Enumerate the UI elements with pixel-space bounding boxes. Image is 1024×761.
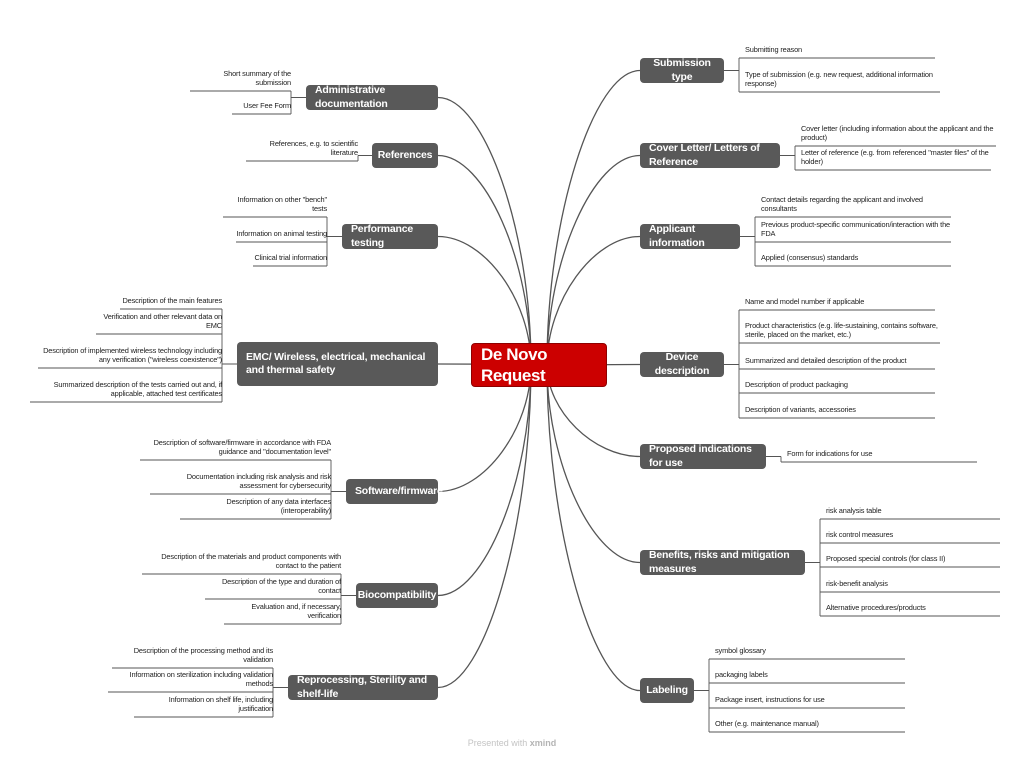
branch-benefits-risks-and-mitigation-measures[interactable]: Benefits, risks and mitigation measures — [640, 549, 805, 575]
branch-performance-testing-label: Performance testing — [351, 223, 413, 249]
subtopic[interactable]: Description of variants, accessories — [745, 405, 856, 415]
subtopic[interactable]: Description of the type and duration of … — [221, 576, 341, 596]
branch-cover-letter-letters-of-reference-label: Cover Letter/ Letters of Reference — [649, 142, 760, 168]
branch-software-firmware-label: Software/firmware — [355, 484, 443, 497]
subtopic[interactable]: Description of product packaging — [745, 380, 848, 390]
branch-reprocessing-sterility-and-shelf-life[interactable]: Reprocessing, Sterility and shelf-life — [288, 674, 438, 700]
connector — [437, 154, 532, 366]
subtopic[interactable]: Contact details regarding the applicant … — [761, 194, 923, 214]
subtopic[interactable]: References, e.g. to scientific literatur… — [269, 138, 358, 158]
branch-applicant-information-label: Applicant information — [649, 223, 705, 249]
subtopic[interactable]: Information on sterilization including v… — [129, 669, 274, 689]
branch-biocompatibility-label: Biocompatibility — [357, 588, 437, 601]
subtopic[interactable]: Description of the main features — [122, 296, 222, 306]
subtopic[interactable]: Other (e.g. maintenance manual) — [715, 719, 819, 729]
branch-submission-type-label: Submission type — [653, 57, 711, 83]
branch-administrative-documentation-label: Administrative documentation — [315, 84, 388, 110]
branch-references[interactable]: References — [372, 143, 438, 168]
branch-benefits-risks-and-mitigation-measures-label: Benefits, risks and mitigation measures — [649, 549, 790, 575]
subtopic[interactable]: Proposed special controls (for class II) — [826, 554, 946, 564]
branch-references-label: References — [377, 148, 433, 161]
connector — [437, 96, 532, 366]
branch-reprocessing-sterility-and-shelf-life-label: Reprocessing, Sterility and shelf-life — [297, 674, 427, 700]
subtopic[interactable]: risk control measures — [826, 530, 894, 540]
subtopic[interactable]: Information on other "bench" tests — [237, 194, 328, 214]
subtopic[interactable]: Summarized and detailed description of t… — [745, 356, 907, 366]
connector — [437, 364, 532, 493]
subtopic[interactable]: Cover letter (including information abou… — [801, 123, 994, 143]
subtopic[interactable]: Documentation including risk analysis an… — [186, 471, 331, 491]
subtopic[interactable]: Form for indications for use — [787, 449, 873, 459]
branch-labeling-label: Labeling — [646, 683, 688, 696]
branch-device-description-label: Device description — [654, 351, 710, 377]
branch-performance-testing[interactable]: Performance testing — [342, 223, 438, 249]
footer: Presented with xmind — [0, 738, 1024, 748]
subtopic[interactable]: Description of software/firmware in acco… — [153, 437, 332, 457]
subtopic[interactable]: symbol glossary — [715, 646, 766, 656]
branch-emc-wireless-electrical-mechanical-and-thermal-safety[interactable]: EMC/ Wireless, electrical, mechanical an… — [237, 342, 438, 386]
subtopic[interactable]: Description of implemented wireless tech… — [43, 345, 222, 365]
subtopic[interactable]: Previous product-specific communication/… — [761, 219, 950, 239]
subtopic[interactable]: Short summary of the submission — [223, 68, 291, 88]
connector — [546, 364, 641, 564]
branch-labeling[interactable]: Labeling — [640, 678, 694, 703]
branch-biocompatibility[interactable]: Biocompatibility — [356, 583, 438, 608]
central-topic[interactable]: De Novo Request — [471, 343, 607, 387]
subtopic[interactable]: Clinical trial information — [254, 253, 328, 263]
branch-proposed-indications-for-use-label: Proposed indications for use — [649, 443, 752, 469]
branch-proposed-indications-for-use[interactable]: Proposed indications for use — [640, 443, 766, 469]
subtopic[interactable]: Information on animal testing — [236, 229, 327, 239]
footer-prefix: Presented with — [467, 738, 528, 748]
branch-submission-type[interactable]: Submission type — [640, 57, 724, 83]
branch-device-description[interactable]: Device description — [640, 351, 724, 377]
subtopic[interactable]: risk-benefit analysis — [826, 579, 888, 589]
subtopic[interactable]: Letter of reference (e.g. from reference… — [801, 147, 989, 167]
subtopic[interactable]: Evaluation and, if necessary, verificati… — [251, 601, 341, 621]
subtopic[interactable]: Information on shelf life, including jus… — [168, 694, 273, 714]
subtopic[interactable]: Package insert, instructions for use — [715, 695, 825, 705]
subtopic[interactable]: Submitting reason — [745, 45, 803, 55]
subtopic[interactable]: User Fee Form — [243, 101, 291, 111]
subtopic[interactable]: risk analysis table — [826, 506, 882, 516]
xmind-logo: xmind — [529, 738, 557, 748]
connector — [437, 235, 532, 366]
connector — [437, 364, 532, 597]
branch-applicant-information[interactable]: Applicant information — [640, 223, 740, 249]
connector — [546, 364, 641, 692]
branch-software-firmware[interactable]: Software/firmware — [346, 479, 443, 504]
subtopic[interactable]: Type of submission (e.g. new request, ad… — [745, 69, 933, 89]
connector — [437, 364, 532, 689]
branch-administrative-documentation[interactable]: Administrative documentation — [306, 84, 438, 110]
subtopic[interactable]: Alternative procedures/products — [826, 603, 926, 613]
subtopic[interactable]: Applied (consensus) standards — [761, 253, 859, 263]
subtopic[interactable]: Name and model number if applicable — [745, 297, 865, 307]
branch-emc-wireless-electrical-mechanical-and-thermal-safety-label: EMC/ Wireless, electrical, mechanical an… — [246, 350, 426, 376]
branch-cover-letter-letters-of-reference[interactable]: Cover Letter/ Letters of Reference — [640, 142, 780, 168]
subtopic[interactable]: Description of the materials and product… — [161, 551, 341, 571]
connector — [546, 235, 641, 366]
central-topic-label: De Novo Request — [481, 344, 548, 385]
subtopic[interactable]: Description of the processing method and… — [133, 645, 273, 665]
connector — [546, 154, 641, 366]
subtopic[interactable]: Summarized description of the tests carr… — [53, 379, 223, 399]
subtopic[interactable]: Description of any data interfaces (inte… — [226, 496, 331, 516]
subtopic[interactable]: Product characteristics (e.g. life-susta… — [745, 320, 938, 340]
subtopic[interactable]: packaging labels — [715, 670, 768, 680]
subtopic[interactable]: Verification and other relevant data on … — [103, 311, 222, 331]
connector — [546, 69, 641, 366]
